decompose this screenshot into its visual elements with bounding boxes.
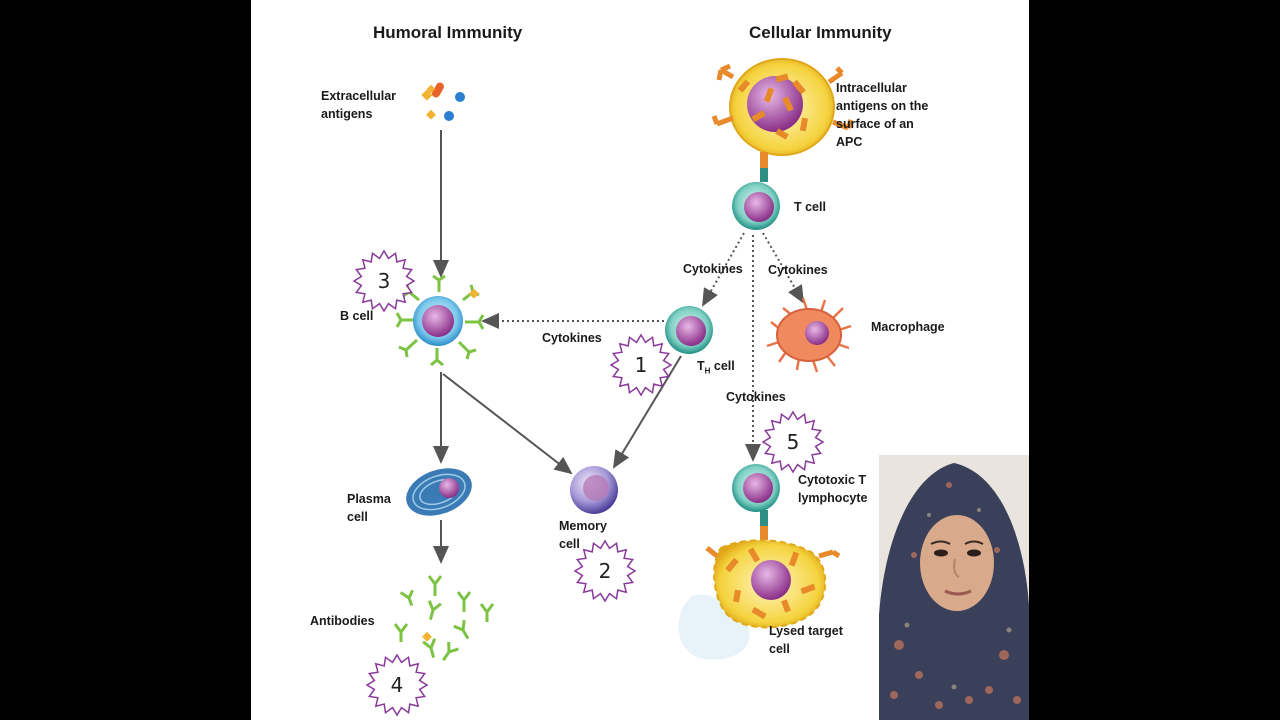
th-cell-label: TH cell — [697, 359, 735, 376]
apc-cell-icon — [711, 58, 854, 182]
starburst-shape — [609, 333, 673, 397]
b-cell-label: B cell — [340, 309, 374, 323]
badge-4: 4 — [365, 653, 429, 717]
starburst-shape — [573, 539, 637, 603]
arrow-tcell-to-macrophage — [762, 232, 805, 304]
presenter-image — [879, 455, 1029, 720]
th-cell-icon — [665, 306, 713, 354]
presenter-webcam — [879, 455, 1029, 720]
antibodies-label: Antibodies — [310, 614, 375, 628]
cellular-immunity-title: Cellular Immunity — [749, 23, 892, 42]
humoral-immunity-title: Humoral Immunity — [373, 23, 523, 42]
cytokines-to-bcell-label: Cytokines — [542, 331, 602, 345]
cytokines-to-th-label: Cytokines — [683, 262, 743, 276]
badge-2: 2 — [573, 539, 637, 603]
badge-3: 3 — [352, 249, 416, 313]
cytokines-to-macrophage-label: Cytokines — [768, 263, 828, 277]
arrow-bcell-to-memory — [442, 373, 573, 475]
badge-number: 5 — [787, 430, 800, 454]
t-cell-label: T cell — [794, 200, 826, 214]
t-cell-icon — [732, 182, 780, 230]
badge-number: 1 — [635, 353, 648, 377]
badge-1: 1 — [609, 333, 673, 397]
arrow-th-to-memory — [612, 355, 682, 469]
lysed-target-cell-icon — [678, 539, 841, 660]
badge-5: 5 — [761, 410, 825, 474]
macrophage-label: Macrophage — [871, 320, 945, 334]
slide: Humoral Immunity Cellular Immunity — [251, 0, 1029, 720]
badge-number: 2 — [599, 559, 612, 583]
starburst-shape — [352, 249, 416, 313]
immunity-diagram: 1 2 3 4 5 — [352, 58, 854, 717]
macrophage-icon — [766, 297, 852, 373]
plasma-cell-icon — [406, 468, 472, 516]
cytotoxic-t-cell-icon — [732, 464, 780, 540]
extracellular-antigens-icon — [421, 82, 465, 121]
memory-cell-icon — [570, 466, 618, 514]
antibodies-icon — [393, 575, 495, 662]
badge-number: 3 — [378, 269, 391, 293]
starburst-shape — [365, 653, 429, 717]
badges-layer: 1 2 3 4 5 — [352, 249, 825, 717]
cytokines-to-ctl-label: Cytokines — [726, 390, 786, 404]
starburst-shape — [761, 410, 825, 474]
badge-number: 4 — [391, 673, 404, 697]
b-cell-icon — [395, 274, 485, 367]
arrow-tcell-to-th — [702, 232, 745, 307]
